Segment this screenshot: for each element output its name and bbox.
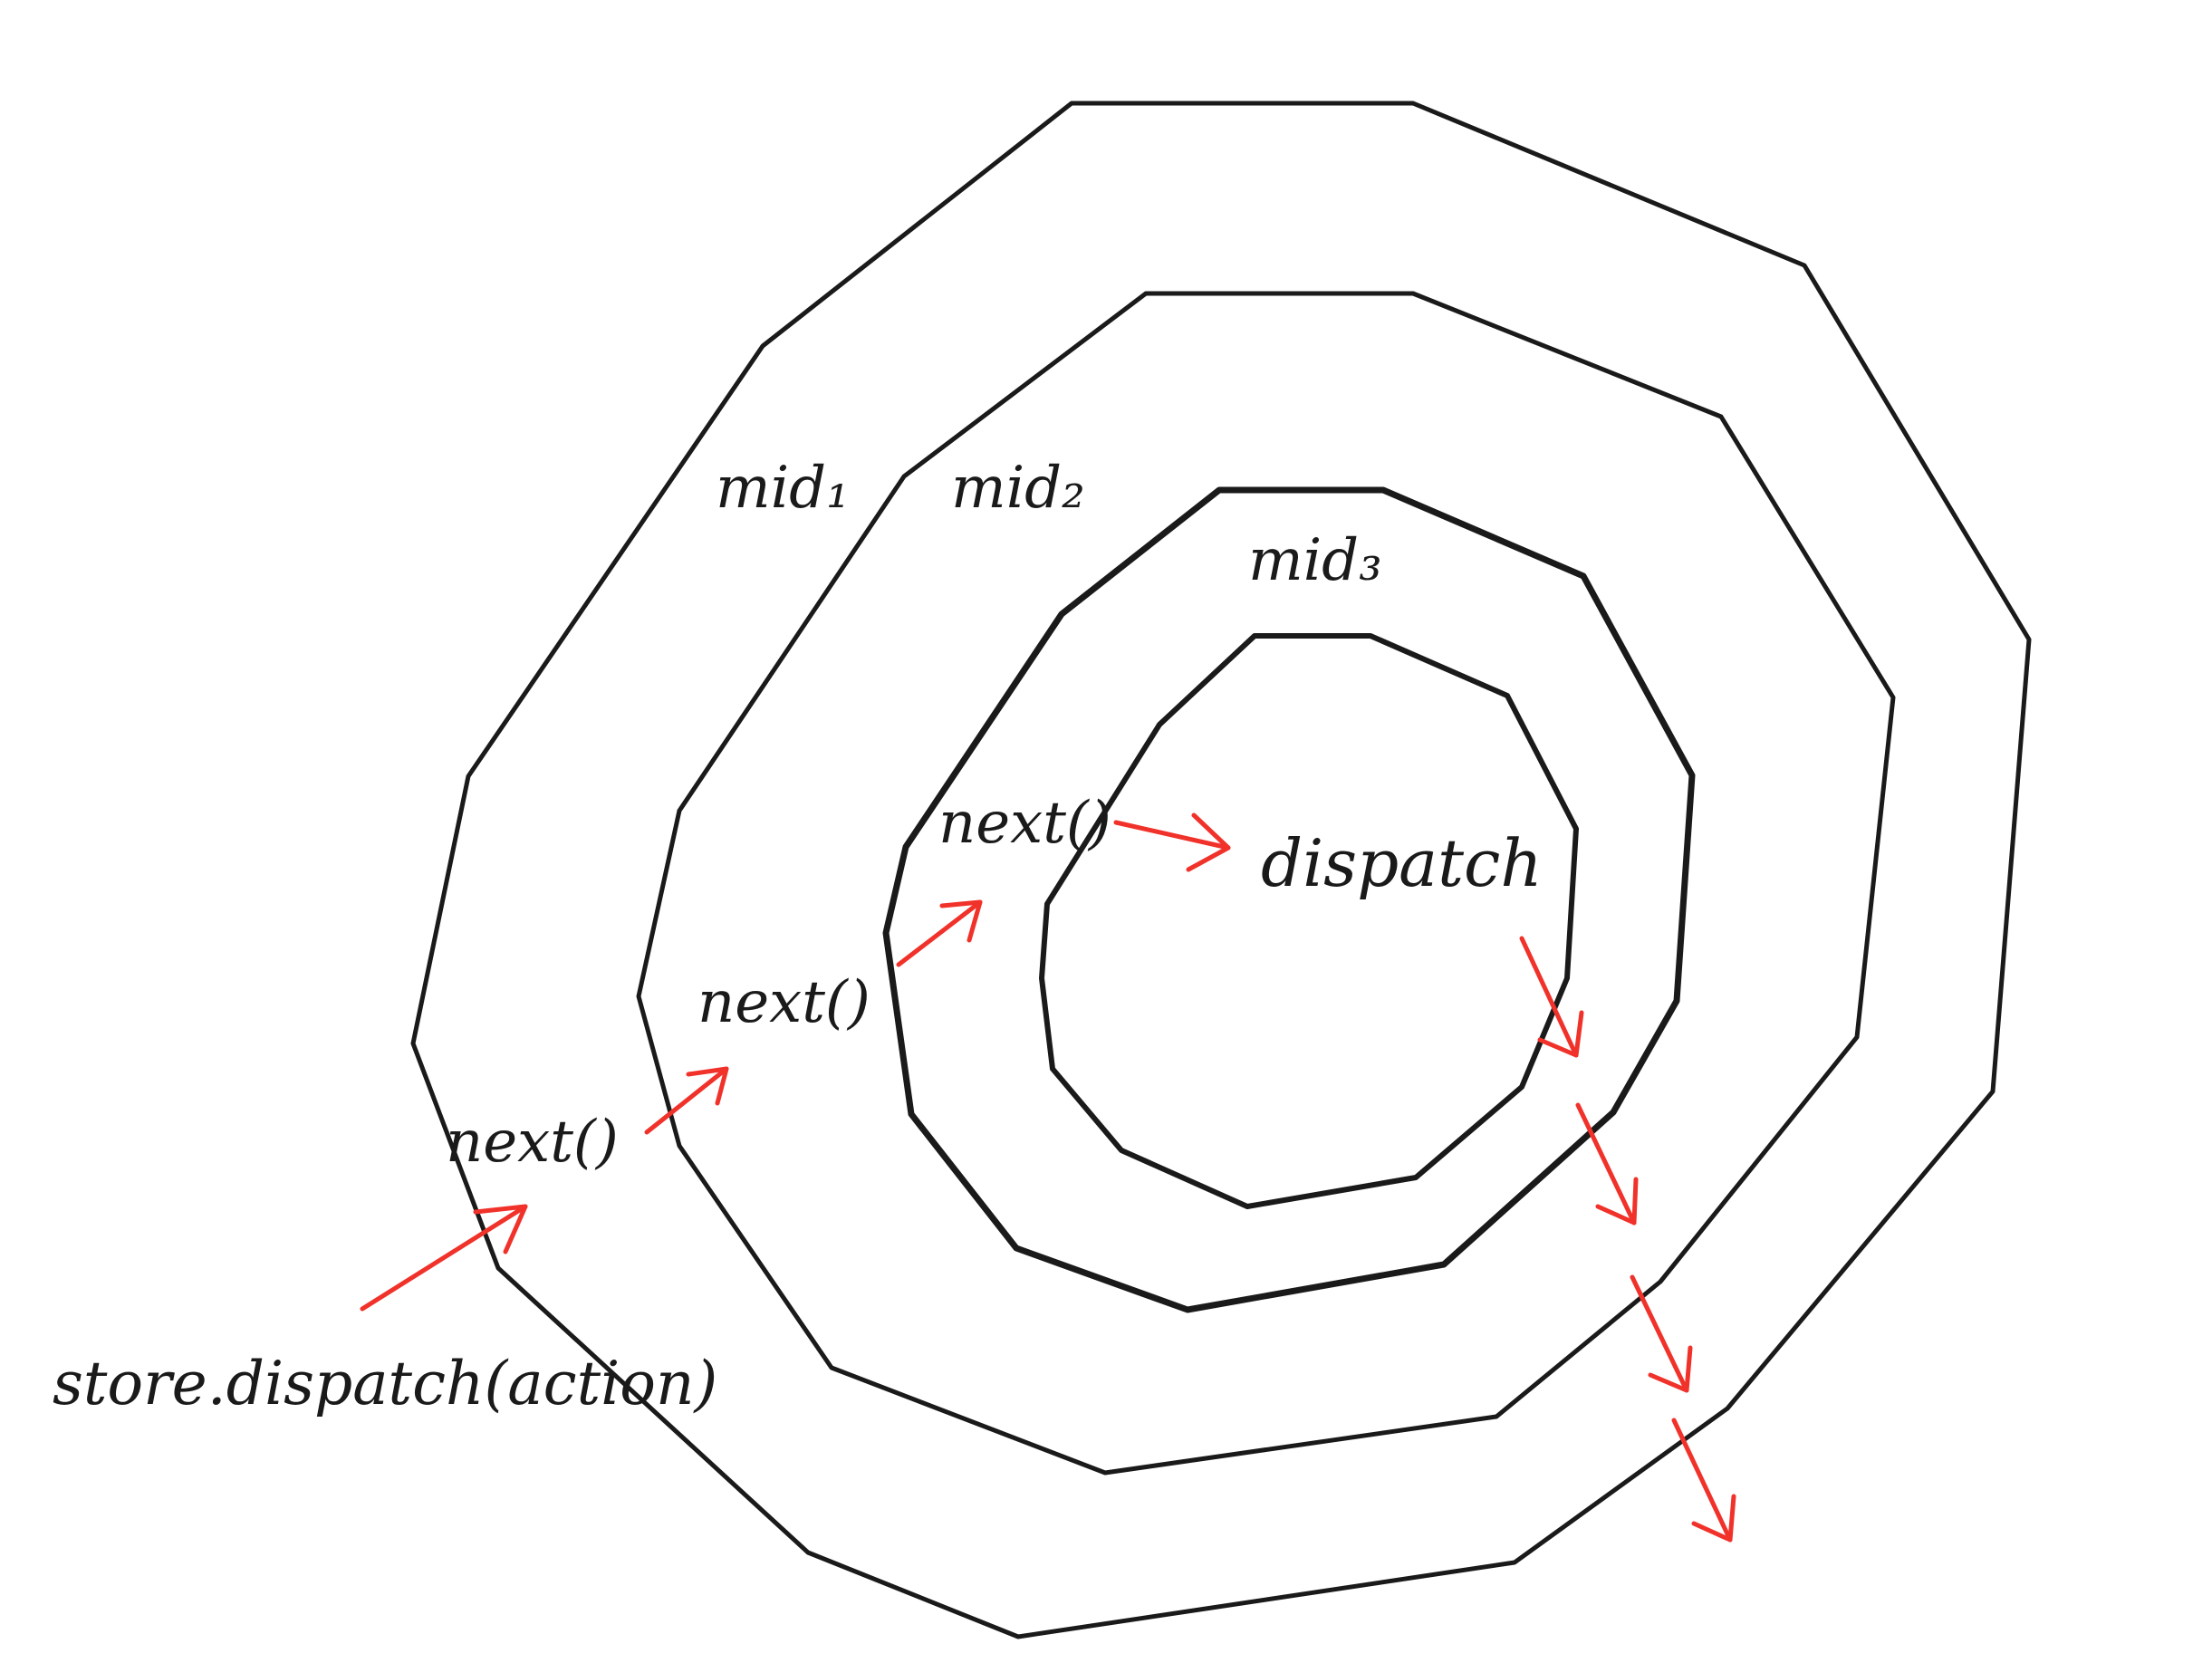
label-next-mid2: next() [697, 969, 870, 1036]
arrow-mid1-to-mid2 [644, 1066, 729, 1135]
label-dispatch: dispatch [1261, 825, 1543, 901]
label-mid2: mid₂ [951, 455, 1085, 522]
ring-mid3 [882, 486, 1696, 1313]
arrow-out-mid3 [1575, 1102, 1639, 1226]
arrow-out-mid1 [1671, 1418, 1736, 1543]
label-store-dispatch: store.dispatch(action) [53, 1349, 717, 1418]
arrow-mid3-to-dispatch [1113, 812, 1231, 872]
ring-mid2 [636, 291, 1896, 1476]
label-next-mid1: next() [446, 1109, 619, 1176]
arrow-out-core [1519, 936, 1584, 1058]
arrow-entry-to-mid1 [360, 1204, 528, 1312]
label-next-mid3: next() [938, 790, 1111, 857]
arrow-mid2-to-mid3 [896, 899, 983, 967]
arrow-out-mid2 [1630, 1274, 1693, 1393]
label-mid1: mid₁ [716, 455, 850, 522]
ring-mid1 [410, 101, 2032, 1639]
ring-core [1039, 633, 1579, 1209]
label-mid3: mid₃ [1248, 527, 1382, 594]
